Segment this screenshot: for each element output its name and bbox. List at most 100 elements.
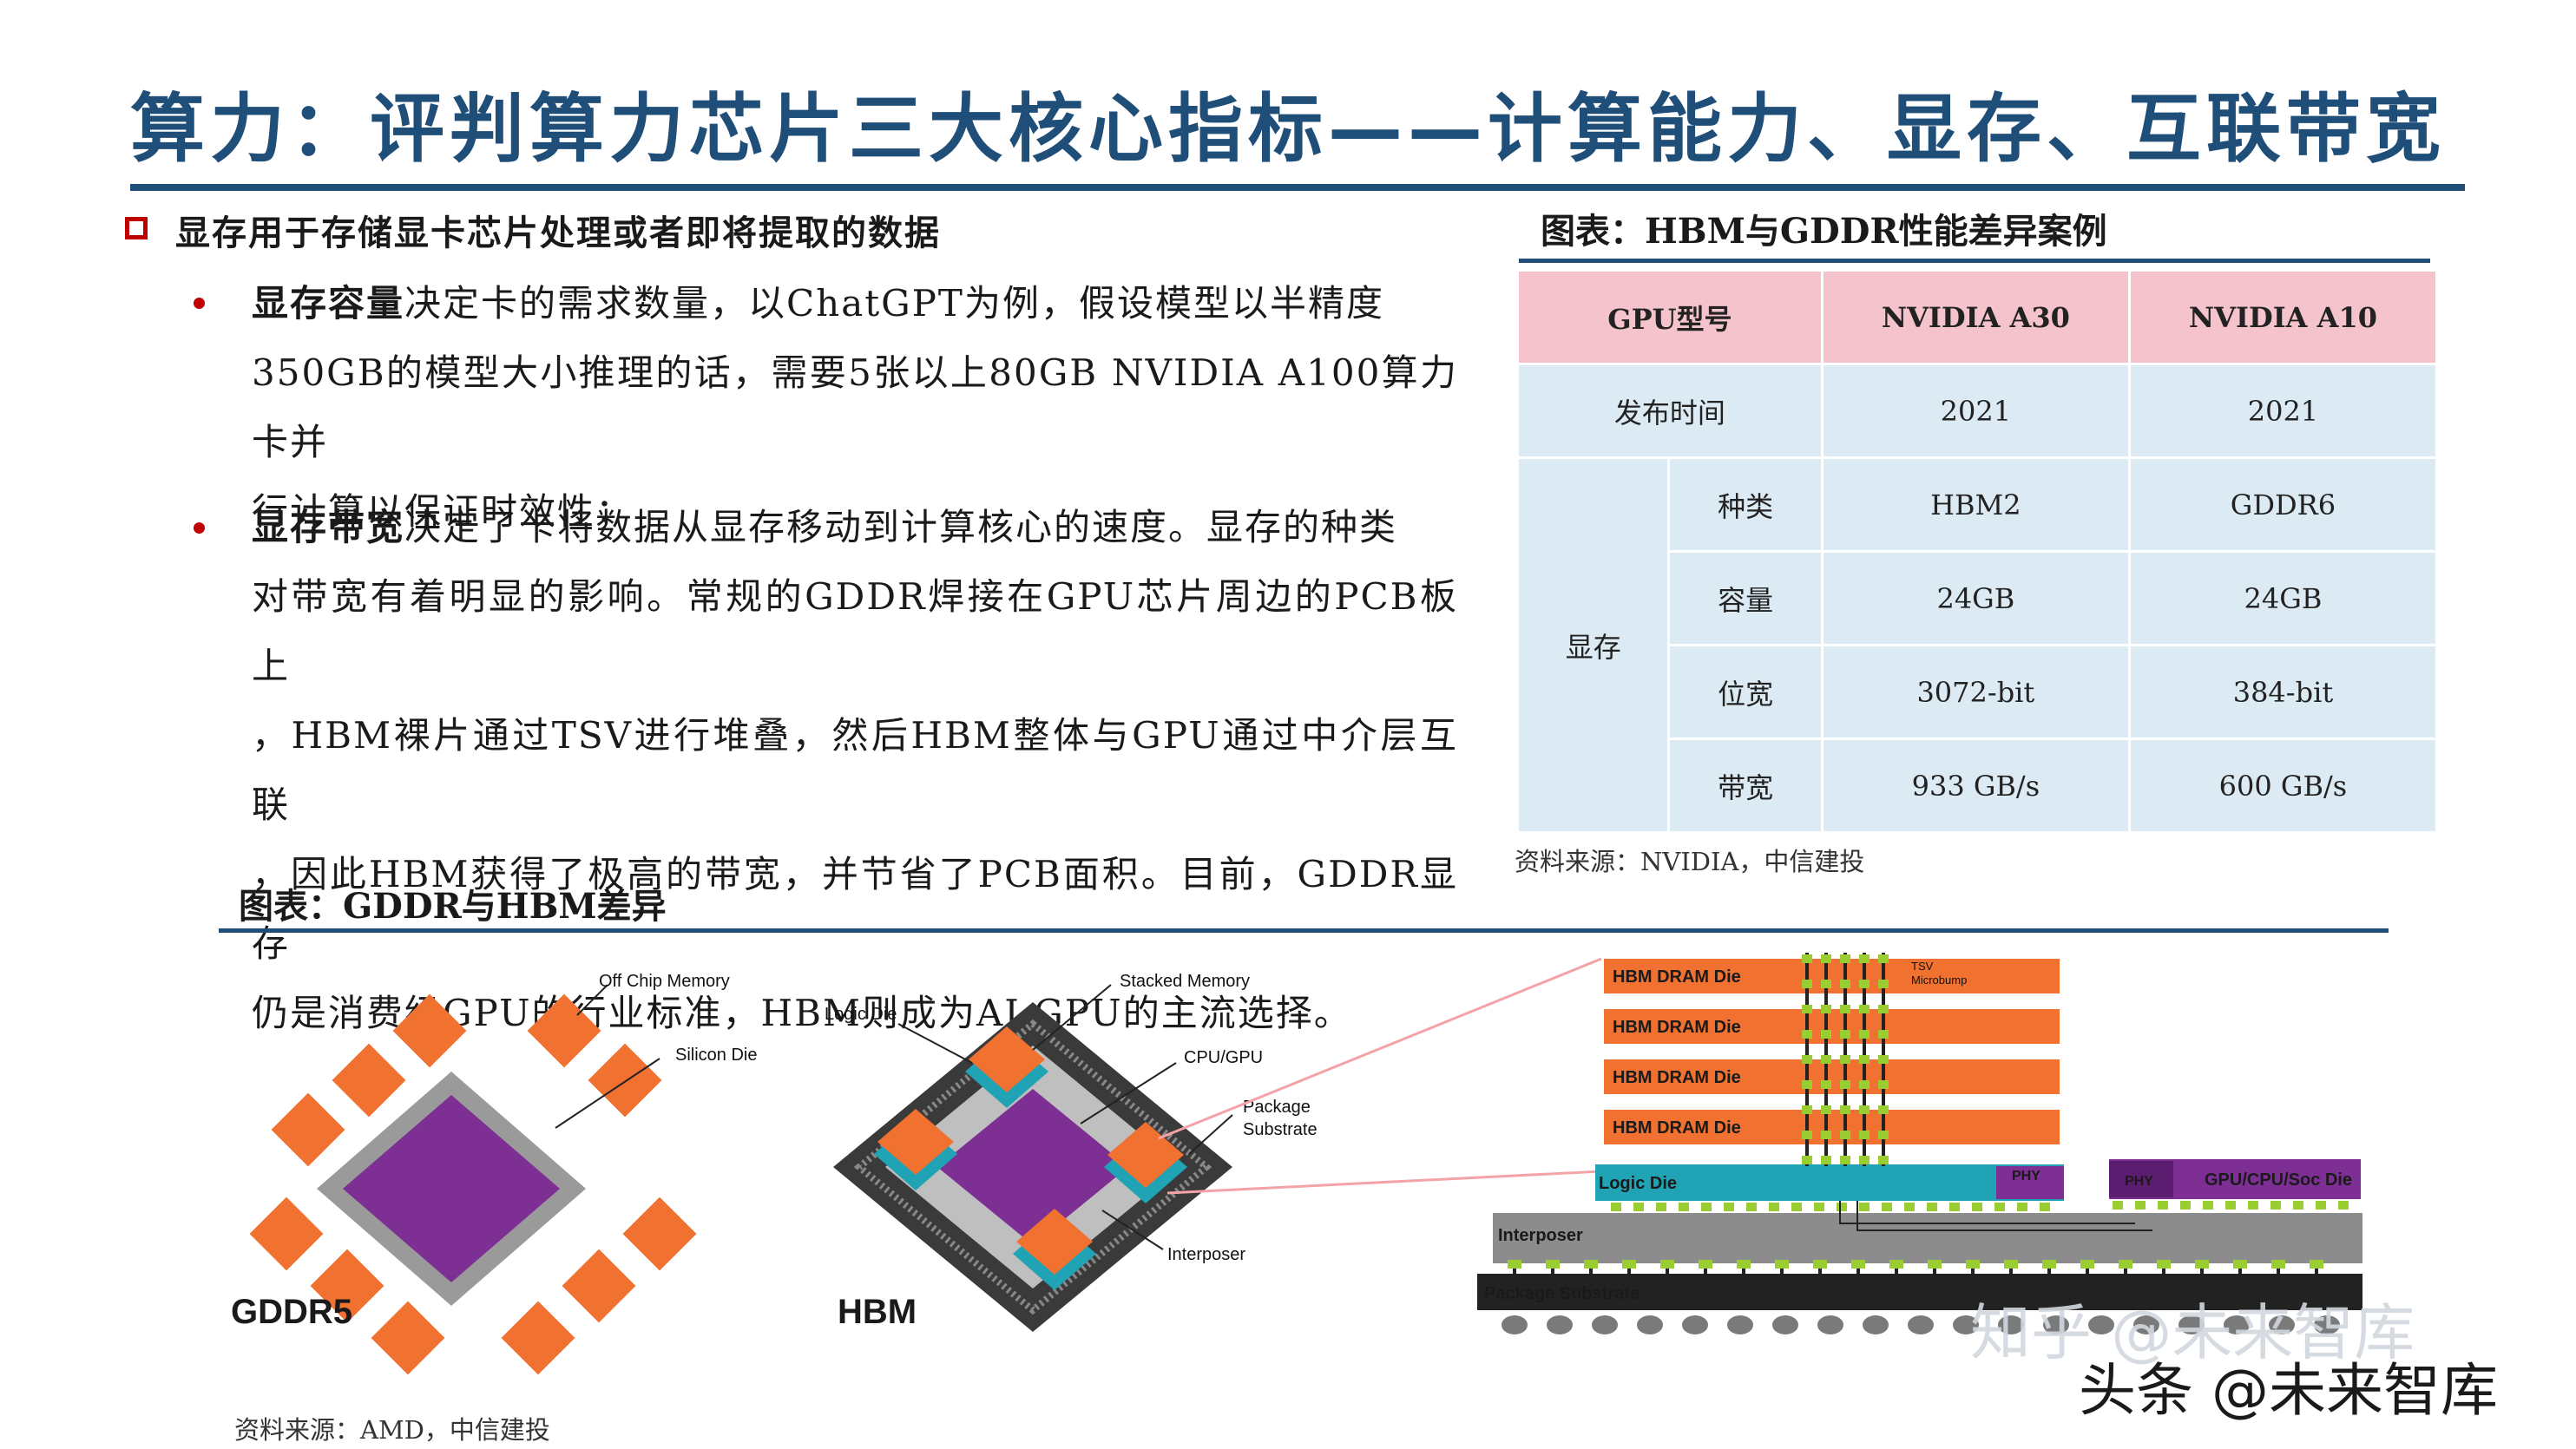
- micro-bump: [1701, 1203, 1712, 1211]
- table-cell: 2021: [2127, 363, 2439, 459]
- cpu-gpu-die: [937, 1089, 1128, 1245]
- solder-ball: [2314, 1315, 2340, 1334]
- logic-die-label: Logic Die: [1599, 1174, 1677, 1193]
- hbm-cross-section: HBM DRAM Die HBM DRAM Die HBM DRAM Die H…: [1477, 953, 2362, 1334]
- tsv-bump: [1802, 980, 1812, 988]
- tsv-bump: [1878, 1156, 1889, 1164]
- memory-chip: [501, 1301, 575, 1375]
- solder-ball: [1772, 1315, 1798, 1334]
- tsv-bump: [1878, 1131, 1889, 1139]
- table-row: 显存 种类 HBM2 GDDR6: [1515, 456, 2439, 834]
- tsv-bump: [1878, 1105, 1889, 1114]
- tsv-bump: [1821, 980, 1831, 988]
- interposer-layer-label: Interposer: [1498, 1226, 1583, 1245]
- table-row: 带宽 933 GB/s 600 GB/s: [1518, 738, 2439, 834]
- bump: [2233, 1260, 2247, 1269]
- micro-bump: [2293, 1201, 2303, 1210]
- tsv-bump: [1878, 1055, 1889, 1064]
- tsv-bump: [1821, 1030, 1831, 1039]
- table-row: 容量 24GB 24GB: [1518, 550, 2439, 646]
- phy-block: [1996, 1166, 2064, 1199]
- table-cell: 24GB: [2127, 550, 2439, 646]
- leader-line: [897, 1023, 973, 1064]
- bump: [2195, 1260, 2209, 1269]
- table-cell: 24GB: [1820, 550, 2131, 646]
- bullet-line: ，HBM裸片通过TSV进行堆叠，然后HBM整体与GPU通过中介层互联: [252, 714, 1458, 826]
- performance-table: GPU型号 NVIDIA A30 NVIDIA A10 发布时间 2021 20…: [1515, 269, 2439, 834]
- tsv-bump: [1840, 1030, 1850, 1039]
- hbm-stack: [1104, 1122, 1187, 1203]
- bullet-line: 决定卡的需求数量，以ChatGPT为例，假设模型以半精度: [404, 282, 1384, 325]
- micro-bump: [2225, 1201, 2236, 1210]
- leader-line: [1101, 1210, 1164, 1250]
- table-title: 图表：HBM与GDDR性能差异案例: [1541, 211, 2107, 252]
- bump: [1737, 1260, 1751, 1269]
- bump: [2080, 1260, 2094, 1269]
- package-substrate-layer: [1477, 1274, 2362, 1310]
- micro-bump: [1882, 1203, 1892, 1211]
- dram-die-label: HBM DRAM Die: [1613, 1118, 1741, 1138]
- logic-die-layer: [1595, 1164, 2064, 1201]
- tsv-bump: [1840, 1080, 1850, 1089]
- leader-line: [576, 984, 608, 1016]
- solder-ball: [1817, 1315, 1843, 1334]
- tsv-bump: [1821, 1005, 1831, 1013]
- table-cell: 2021: [1820, 363, 2131, 459]
- solder-ball: [2133, 1315, 2159, 1334]
- table-row: 发布时间 2021 2021: [1516, 363, 2439, 459]
- tsv-bump: [1878, 954, 1889, 963]
- memory-chip: [562, 1249, 636, 1323]
- lead-checkbox-icon: [125, 217, 148, 239]
- tsv-bump: [1802, 1105, 1812, 1114]
- gpu-die-label: GPU/CPU/Soc Die: [2205, 1170, 2352, 1190]
- gddr-label: GDDR5: [231, 1293, 352, 1331]
- gpu-phy-label: PHY: [2125, 1174, 2153, 1189]
- table-cell: HBM2: [1820, 456, 2131, 553]
- page-title: 算力：评判算力芯片三大核心指标——计算能力、显存、互联带宽: [130, 86, 2446, 173]
- micro-bump: [1837, 1203, 1847, 1211]
- gpu-phy-block: [2109, 1161, 2173, 1197]
- solder-ball: [2178, 1315, 2205, 1334]
- tsv-bump: [1840, 954, 1850, 963]
- tsv-bump: [1878, 980, 1889, 988]
- microbump-label: Microbump: [1911, 974, 1967, 987]
- bump: [1622, 1260, 1636, 1269]
- substrate-label: Substrate: [1243, 1120, 1318, 1139]
- hbm-stack: [1013, 1209, 1096, 1290]
- solder-ball: [1592, 1315, 1618, 1334]
- solder-ball: [1547, 1315, 1573, 1334]
- phy-label: PHY: [2012, 1169, 2040, 1183]
- tsv-bump: [1859, 954, 1870, 963]
- solder-ball: [1998, 1315, 2024, 1334]
- tsv-bump: [1859, 1131, 1870, 1139]
- micro-bump: [1769, 1203, 1779, 1211]
- lead-text: 显存用于存储显卡芯片处理或者即将提取的数据: [175, 213, 941, 253]
- table-cell: 3072-bit: [1820, 644, 2131, 740]
- micro-bump: [1746, 1203, 1757, 1211]
- package-label: Package: [1243, 1098, 1311, 1117]
- tsv-bump: [1802, 954, 1812, 963]
- bump: [1966, 1260, 1980, 1269]
- table-cell: 384-bit: [2127, 644, 2439, 740]
- bump: [2271, 1260, 2285, 1269]
- gddr-diagram: Off Chip Memory Silicon Die GDDR5: [231, 972, 757, 1375]
- micro-bump: [1927, 1203, 1937, 1211]
- tsv-bump: [1878, 1005, 1889, 1013]
- micro-bump: [2338, 1201, 2349, 1210]
- row-label: 发布时间: [1516, 363, 1824, 459]
- tsv-bump: [1821, 1105, 1831, 1114]
- tsv-bump: [1802, 1005, 1812, 1013]
- bullet-line: 行计算以保证时效性；: [252, 490, 634, 533]
- header-cell: NVIDIA A10: [2127, 269, 2439, 365]
- solder-balls: [1502, 1315, 2340, 1334]
- tsv-bump: [1840, 1005, 1850, 1013]
- tsv-bump: [1878, 1080, 1889, 1089]
- memory-chip: [392, 993, 467, 1068]
- bullet-line: ，因此HBM获得了极高的带宽，并节省了PCB面积。目前，GDDR显存: [252, 853, 1458, 965]
- tsv-bump: [1878, 1030, 1889, 1039]
- micro-bump: [2040, 1203, 2050, 1211]
- hbm-stack: [874, 1109, 957, 1190]
- dram-die: [1604, 1059, 2060, 1094]
- tsv-bump: [1821, 1055, 1831, 1064]
